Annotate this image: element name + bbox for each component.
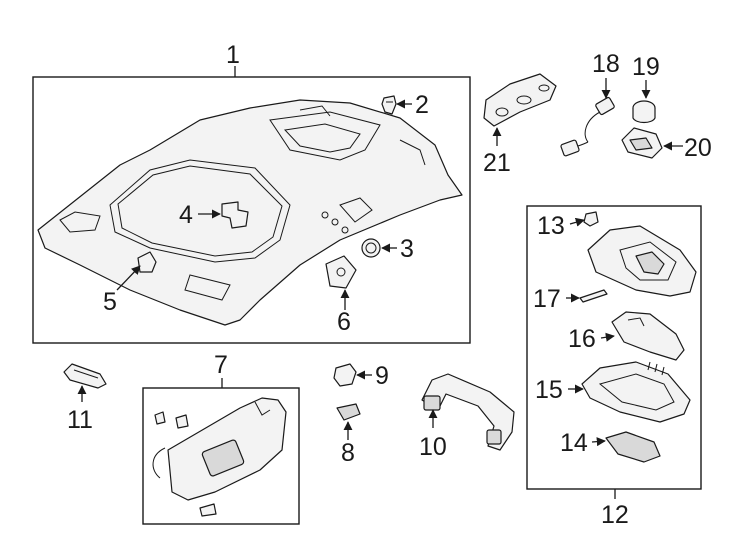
callout-9: 9: [375, 362, 389, 390]
callout-3: 3: [400, 235, 414, 263]
part-14-lens: [605, 431, 661, 463]
callout-4: 4: [179, 201, 193, 229]
callout-2: 2: [415, 91, 429, 119]
callout-5: 5: [103, 288, 117, 316]
callout-13-leader: [569, 217, 585, 227]
part-21-bracket: [483, 73, 557, 127]
headliner-group-frame: [32, 76, 471, 344]
callout-15: 15: [535, 376, 563, 404]
console-housing: [587, 225, 697, 297]
part-11-lamp: [63, 363, 107, 389]
callout-17: 17: [533, 285, 561, 313]
callout-14: 14: [560, 429, 588, 457]
callout-14-leader: [591, 437, 606, 447]
callout-13: 13: [537, 212, 565, 240]
part-10-grab-handle: [421, 373, 515, 451]
callout-18: 18: [592, 50, 620, 78]
callout-1: 1: [226, 41, 240, 69]
part-18-wire-harness: [560, 96, 615, 157]
part-20-lamp: [621, 127, 663, 159]
part-17-strip: [579, 289, 608, 303]
callout-5-leader: [116, 265, 141, 291]
callout-19: 19: [632, 53, 660, 81]
part-19-socket: [632, 100, 656, 124]
headliner-panel: [37, 99, 463, 326]
callout-10: 10: [419, 433, 447, 461]
part-9-holder: [333, 363, 357, 387]
callout-8: 8: [341, 439, 355, 467]
callout-16: 16: [568, 325, 596, 353]
part-8-lamp: [336, 403, 361, 421]
part-13-clip: [583, 211, 599, 227]
overhead-console-group-frame: [526, 205, 702, 490]
part-2-clip: [381, 95, 397, 115]
callout-20: 20: [684, 134, 712, 162]
part-4-bracket: [221, 201, 249, 229]
callout-16-leader: [600, 332, 615, 342]
sun-visor-group-frame: [142, 387, 300, 525]
callout-12: 12: [601, 501, 629, 529]
part-15-bezel: [581, 361, 691, 423]
part-6-bracket: [325, 255, 357, 289]
part-3-grommet: [361, 238, 381, 258]
callout-7: 7: [214, 351, 228, 379]
part-16-panel: [611, 311, 685, 361]
callout-11: 11: [67, 406, 93, 434]
sun-visor: [152, 397, 287, 517]
callout-6: 6: [337, 308, 351, 336]
callout-21: 21: [483, 149, 511, 177]
